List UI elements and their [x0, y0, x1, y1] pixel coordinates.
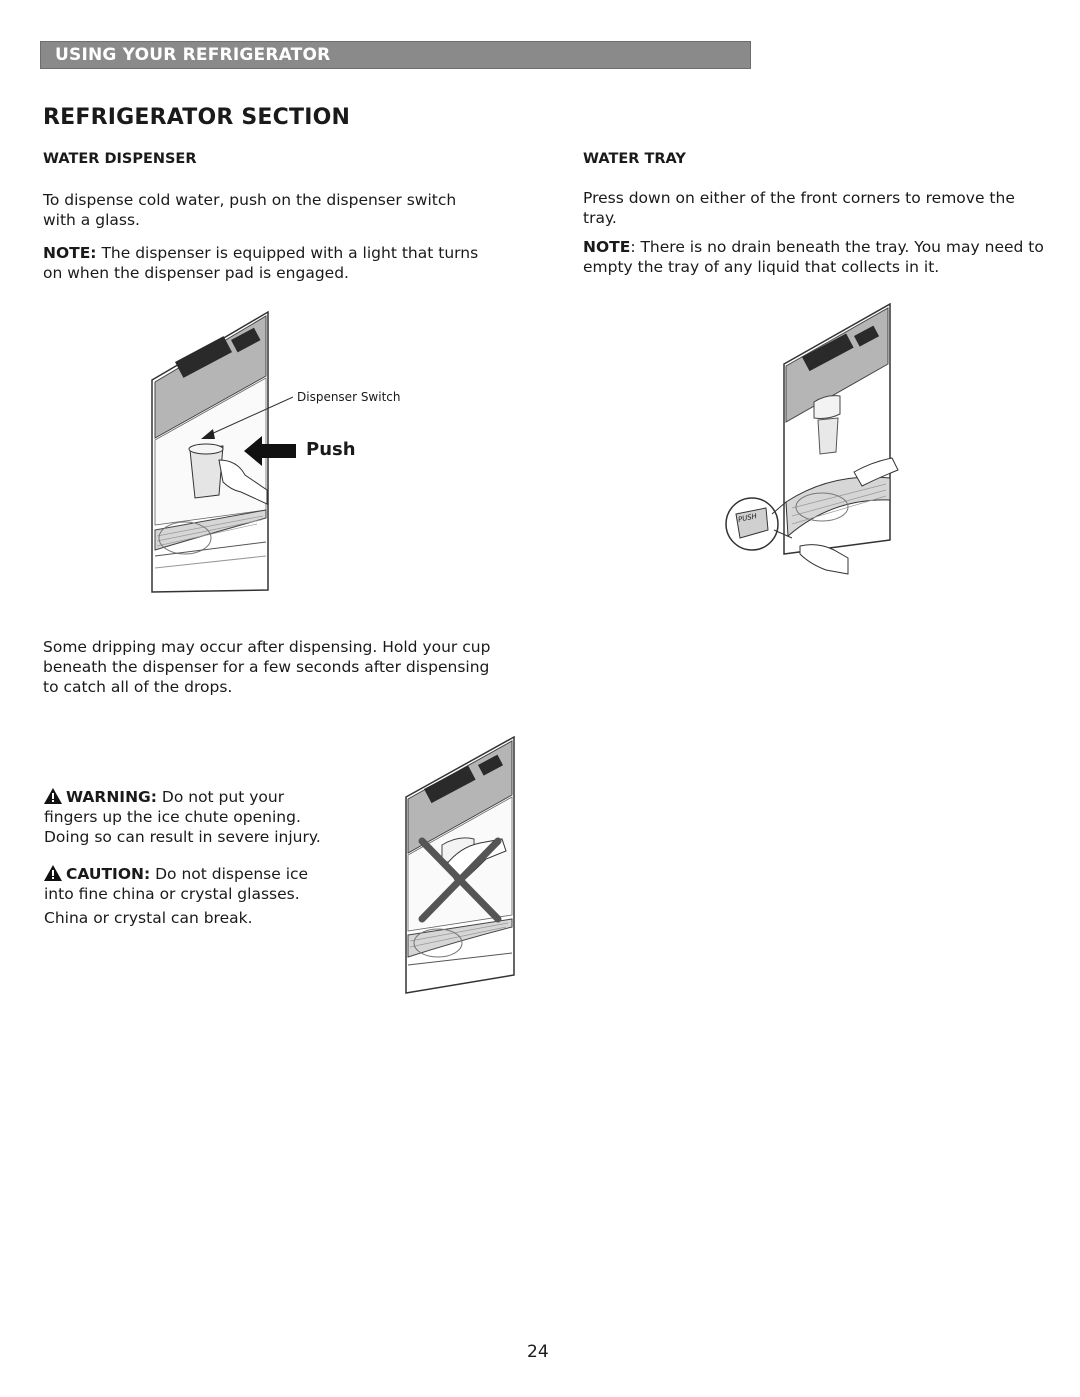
caution-triangle-icon [44, 865, 62, 881]
caution-line-1: CAUTION: Do not dispense ice [44, 864, 364, 884]
water-dispenser-instruction: To dispense cold water, push on the disp… [43, 191, 457, 229]
note-label: NOTE [583, 238, 631, 256]
warning-label: WARNING: [66, 788, 157, 806]
banner-label: USING YOUR REFRIGERATOR [55, 45, 331, 65]
page-title: REFRIGERATOR SECTION [43, 105, 351, 130]
warning-text-1: Do not put your [156, 788, 285, 806]
dispenser-switch-label: Dispenser Switch [297, 390, 401, 404]
warning-block: WARNING: Do not put your fingers up the … [44, 787, 364, 847]
caution-block: CAUTION: Do not dispense ice into fine c… [44, 864, 364, 928]
warning-line-1: WARNING: Do not put your [44, 787, 364, 807]
water-dispenser-heading: WATER DISPENSER [43, 151, 197, 167]
ice-chute-warning-illustration [405, 735, 515, 994]
water-dispenser-note: NOTE: The dispenser is equipped with a l… [43, 243, 483, 283]
warning-text-2: fingers up the ice chute opening. [44, 808, 301, 826]
dripping-note: Some dripping may occur after dispensing… [43, 638, 491, 696]
section-banner: USING YOUR REFRIGERATOR [40, 41, 751, 69]
note-text: : There is no drain beneath the tray. Yo… [583, 238, 1044, 276]
note-text: The dispenser is equipped with a light t… [43, 244, 479, 282]
caution-text-1: Do not dispense ice [150, 865, 309, 883]
push-label: Push [306, 439, 356, 460]
water-tray-instruction: Press down on either of the front corner… [583, 189, 1015, 227]
dispenser-switch-leader [201, 396, 294, 439]
caution-label: CAUTION: [66, 865, 151, 883]
water-tray-heading: WATER TRAY [583, 151, 686, 167]
note-label: NOTE: [43, 244, 97, 262]
warning-text-3: Doing so can result in severe injury. [44, 828, 321, 846]
push-arrow-icon [244, 436, 296, 466]
water-tray-illustration [725, 302, 899, 575]
page-number: 24 [527, 1342, 549, 1362]
water-tray-note: NOTE: There is no drain beneath the tray… [583, 237, 1053, 277]
dispenser-push-illustration [151, 310, 269, 593]
caution-text-3: China or crystal can break. [44, 909, 253, 927]
warning-triangle-icon [44, 788, 62, 804]
caution-text-2: into fine china or crystal glasses. [44, 885, 300, 903]
